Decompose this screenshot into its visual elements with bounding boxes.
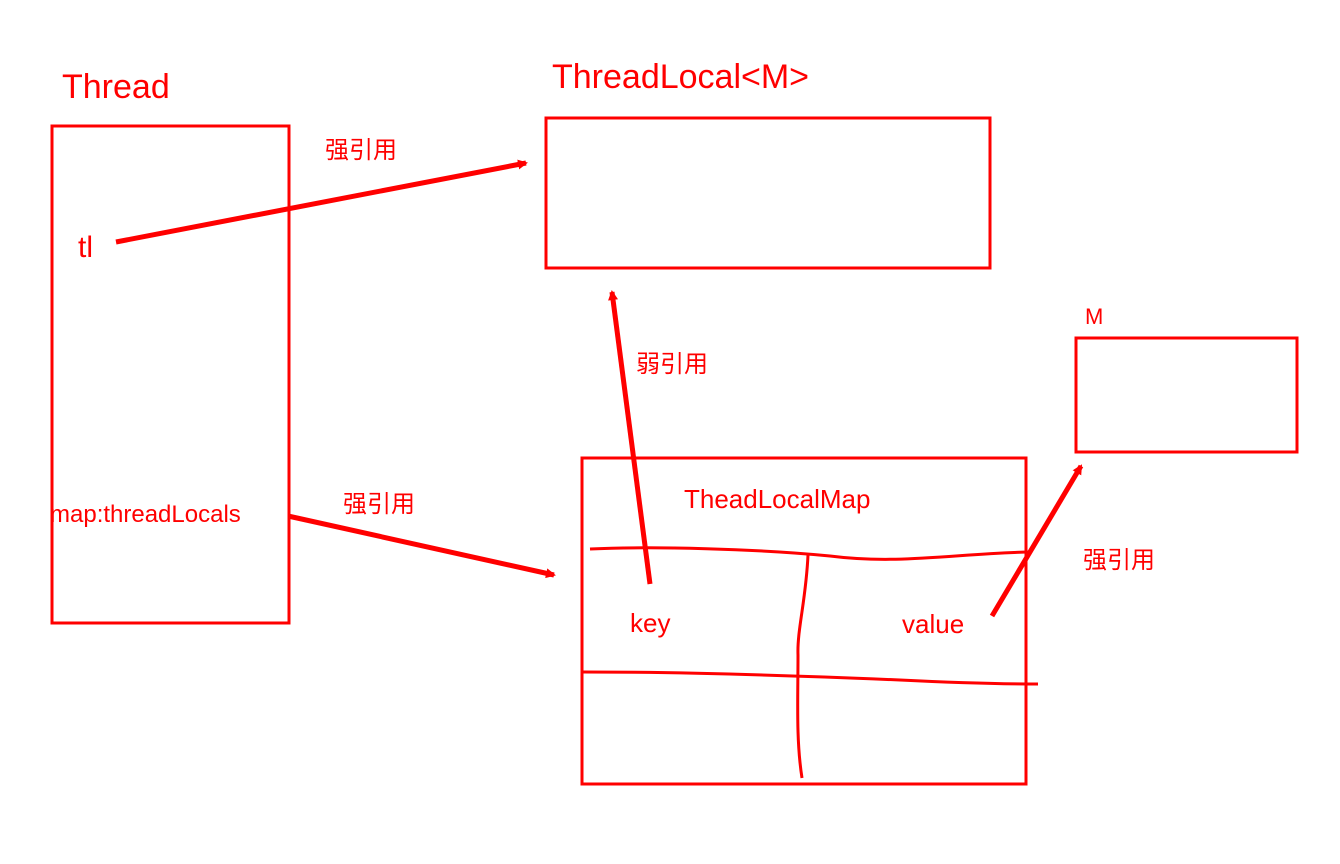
m-box — [1074, 336, 1299, 454]
edge-tl-to-threadlocal-label: 强引用 — [325, 136, 397, 164]
edge-key-to-threadlocal — [608, 290, 653, 585]
edge-tl-to-threadlocal — [115, 159, 528, 245]
thread-field-map: map:threadLocals — [50, 501, 241, 528]
map-row-line-top — [589, 546, 1031, 561]
edge-map-to-threadlocalmap-label: 强引用 — [343, 490, 415, 518]
thread-field-tl: tl — [78, 231, 93, 264]
threadlocal-box — [544, 116, 992, 270]
map-row-line-bottom — [582, 670, 1039, 686]
threadlocal-title: ThreadLocal<M> — [552, 58, 809, 96]
edge-map-to-threadlocalmap — [287, 513, 556, 579]
map-key-label: key — [630, 608, 670, 638]
thread-box — [50, 124, 291, 625]
thread-title: Thread — [62, 68, 170, 106]
edge-value-to-m — [989, 464, 1084, 618]
edge-value-to-m-label: 强引用 — [1083, 546, 1155, 574]
m-title: M — [1085, 304, 1103, 329]
threadlocalmap-title: TheadLocalMap — [684, 484, 870, 514]
edge-key-to-threadlocal-label: 弱引用 — [636, 350, 708, 378]
threadlocalmap-box — [580, 456, 1028, 786]
map-value-label: value — [902, 609, 964, 639]
map-column-line — [796, 554, 810, 779]
